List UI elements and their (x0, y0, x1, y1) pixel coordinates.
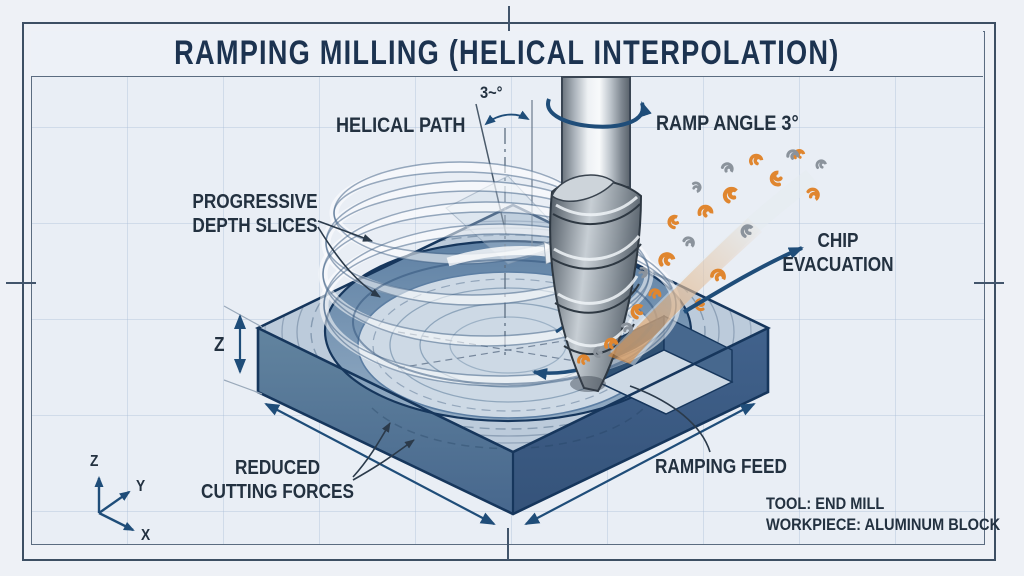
registration-tick-left (6, 282, 36, 284)
dimension-arrow-right (524, 403, 756, 525)
leader-cutting-forces-1 (352, 422, 391, 478)
leader-cutting-forces-2 (352, 439, 415, 481)
chip-particles (576, 147, 828, 368)
end-mill-tool (549, 76, 643, 393)
label-progressive-depth-slices: PROGRESSIVE DEPTH SLICES (192, 191, 318, 237)
label-axis-x: X (141, 527, 151, 544)
label-chip-evacuation: CHIP EVACUATION (782, 230, 894, 276)
title-band: RAMPING MILLING (HELICAL INTERPOLATION) (31, 31, 983, 77)
leader-ramping-feed (629, 385, 711, 453)
leader-depth-slices-2 (317, 226, 381, 298)
registration-tick-top (508, 6, 510, 31)
x-axis-arrow (98, 511, 135, 532)
leader-lines (317, 220, 711, 481)
y-axis-arrow (98, 490, 131, 514)
label-ramping-feed: RAMPING FEED (655, 456, 787, 478)
page-title: RAMPING MILLING (HELICAL INTERPOLATION) (174, 34, 840, 72)
chip-evacuation-arrow (682, 246, 804, 314)
label-angle-callout: 3~° (480, 83, 503, 102)
label-ramp-angle: RAMP ANGLE 3° (656, 112, 799, 135)
label-axis-y: Y (136, 478, 146, 495)
registration-tick-right (974, 282, 1004, 284)
label-axis-z: Z (90, 453, 99, 470)
helix-direction-arrow (446, 245, 547, 267)
label-z-dimension: Z (214, 334, 225, 356)
angle-arc-arrow (484, 110, 530, 126)
leader-depth-slices-1 (317, 220, 373, 242)
spindle-rotation-arrow (546, 98, 652, 129)
info-workpiece: WORKPIECE: ALUMINUM BLOCK (766, 515, 1001, 534)
registration-tick-bottom (507, 528, 509, 560)
tool-shank (561, 76, 631, 188)
label-helical-path: HELICAL PATH (336, 114, 466, 137)
axis-triad (94, 476, 135, 532)
info-tool: TOOL: END MILL (766, 494, 885, 513)
label-reduced-cutting-forces: REDUCED CUTTING FORCES (201, 457, 354, 503)
